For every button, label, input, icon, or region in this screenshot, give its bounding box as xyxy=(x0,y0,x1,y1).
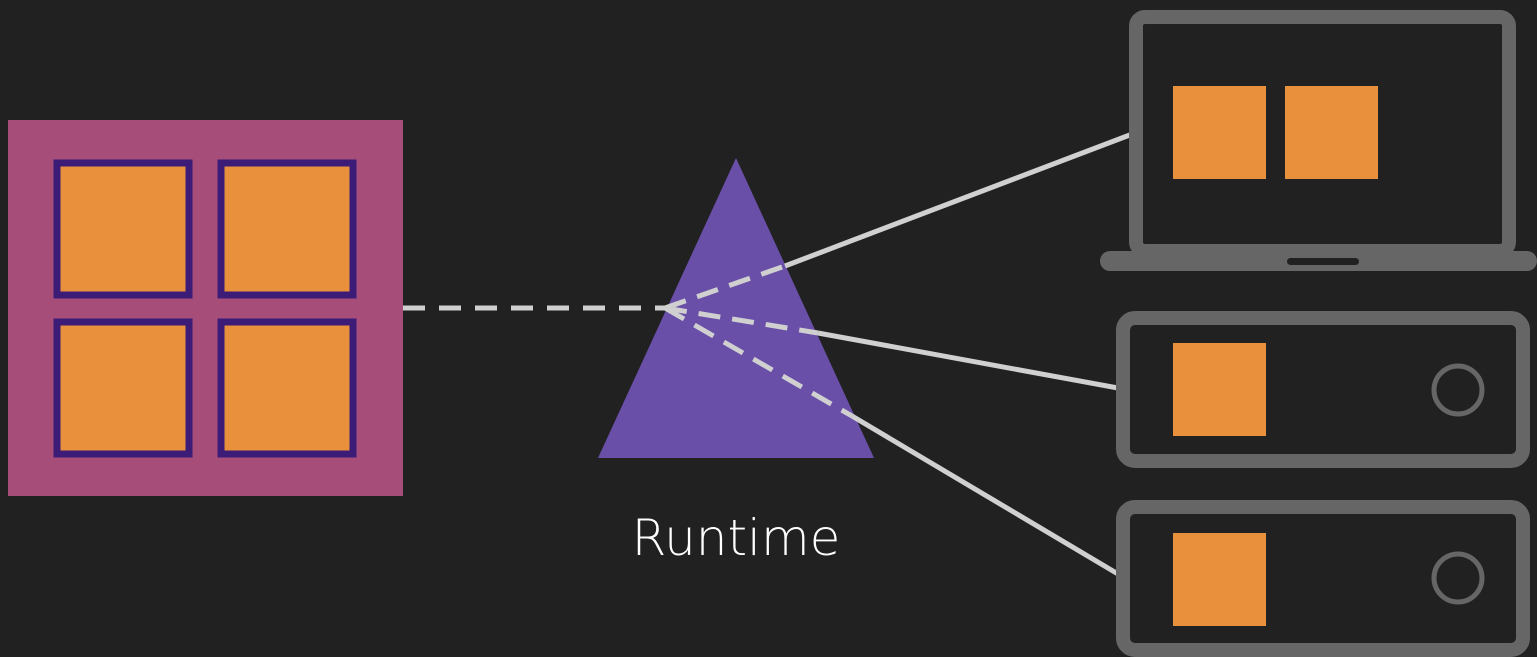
server-device-2 xyxy=(1116,500,1530,657)
server-2-power-icon xyxy=(1431,551,1485,605)
app-module-1 xyxy=(53,159,193,299)
laptop-trackpad-notch xyxy=(1287,258,1359,265)
server-1-module xyxy=(1173,343,1266,436)
server-1-frame xyxy=(1116,311,1530,468)
dashed-connector-server-2 xyxy=(663,305,854,419)
app-module-3 xyxy=(53,318,193,458)
server-2-module xyxy=(1173,533,1266,626)
connectors xyxy=(403,130,1136,577)
server-1-power-icon xyxy=(1431,363,1485,417)
runtime-triangle xyxy=(598,158,874,458)
laptop-device xyxy=(1100,10,1537,271)
runtime-label: Runtime xyxy=(632,509,841,567)
app-bundle xyxy=(8,120,403,496)
solid-connector-server-2 xyxy=(850,413,1120,577)
laptop-module-1 xyxy=(1173,86,1266,179)
dashed-connector-laptop xyxy=(664,263,786,311)
server-device-1 xyxy=(1116,311,1530,468)
app-module-2 xyxy=(217,159,357,299)
laptop-module-2 xyxy=(1285,86,1378,179)
server-2-frame xyxy=(1116,500,1530,657)
solid-connector-server-1 xyxy=(817,330,1119,391)
solid-connector-laptop xyxy=(784,130,1136,269)
dashed-connector-server-1 xyxy=(664,305,819,336)
app-module-4 xyxy=(217,318,357,458)
